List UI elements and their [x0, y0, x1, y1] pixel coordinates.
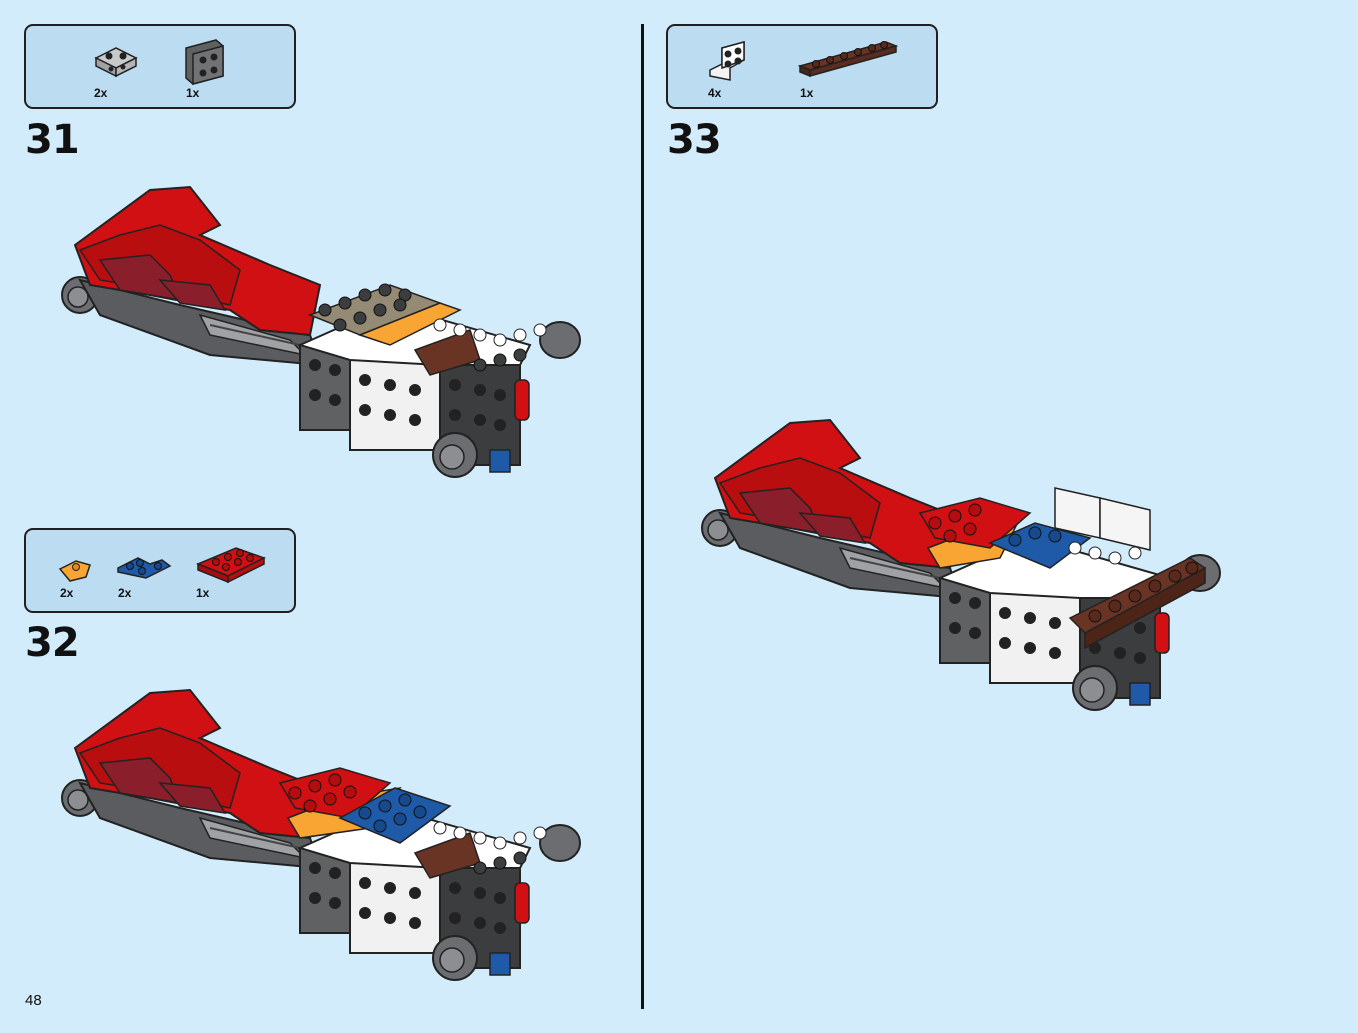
page-divider [641, 24, 644, 1009]
red-plate-2x3-icon [196, 547, 266, 584]
dark-gray-bracket-icon [185, 39, 224, 85]
orange-wedge-plate-icon [58, 560, 91, 582]
light-gray-bracket-icon [94, 47, 138, 78]
part-quantity: 2x [60, 586, 74, 600]
step-number: 31 [25, 117, 80, 163]
page-number: 48 [25, 992, 42, 1009]
part-quantity: 2x [94, 86, 108, 100]
part-quantity: 1x [800, 86, 814, 100]
step-31-model [61, 186, 581, 478]
step-number: 33 [667, 117, 722, 163]
part-quantity: 1x [196, 586, 210, 600]
white-bracket-icon [709, 41, 745, 81]
brown-plate-1x6-icon [797, 41, 899, 78]
part-quantity: 1x [186, 86, 200, 100]
step-33-model [701, 419, 1221, 711]
parts-callout-step-31: 2x 1x [24, 24, 296, 109]
blue-corner-plate-icon [117, 557, 172, 579]
step-number: 32 [25, 620, 80, 666]
parts-callout-step-32: 2x 2x 1x [24, 528, 296, 613]
step-32-model [61, 689, 581, 981]
part-quantity: 2x [118, 586, 132, 600]
part-quantity: 4x [708, 86, 722, 100]
parts-callout-step-33: 4x 1x [666, 24, 938, 109]
